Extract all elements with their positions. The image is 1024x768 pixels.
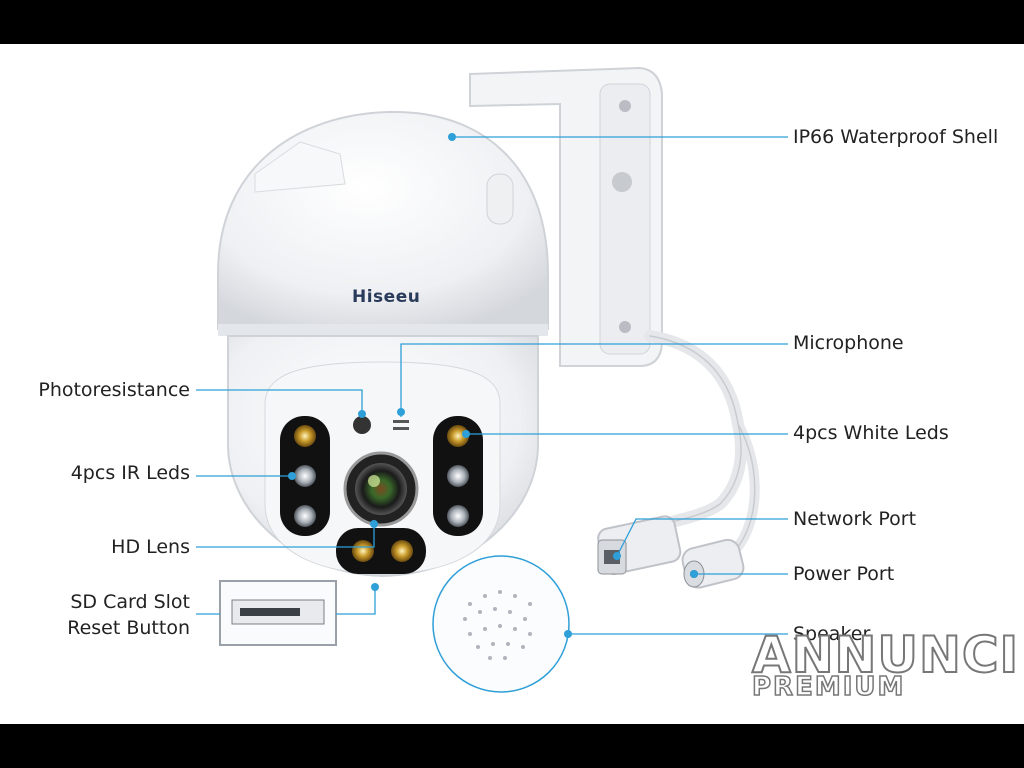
network-port-icon bbox=[597, 515, 682, 575]
ir-leds bbox=[294, 465, 469, 527]
label-speaker: Speaker bbox=[793, 623, 871, 645]
callout-hd-lens bbox=[196, 526, 375, 548]
callout-microphone bbox=[400, 343, 788, 417]
diagram-canvas: Hiseeu IP66 Waterproof Shell Microphone … bbox=[0, 44, 1024, 724]
brand-logo: Hiseeu bbox=[352, 287, 421, 307]
callout-network-port bbox=[616, 518, 788, 557]
watermark-premium: PREMIUM bbox=[751, 671, 906, 703]
sd-slot-icon bbox=[219, 580, 337, 646]
label-power-port: Power Port bbox=[793, 563, 895, 585]
label-sd-reset: SD Card Slot Reset Button bbox=[67, 589, 190, 641]
watermark-annunci: ANNUNCI bbox=[751, 625, 1020, 685]
speaker-grille-icon bbox=[432, 555, 570, 693]
top-black-bar bbox=[0, 0, 1024, 44]
callout-photoresistance bbox=[196, 389, 363, 416]
label-white-leds: 4pcs White Leds bbox=[793, 422, 949, 444]
callout-sd-to-camera bbox=[336, 587, 376, 615]
power-port-icon bbox=[681, 538, 745, 589]
label-ir-leds: 4pcs IR Leds bbox=[70, 462, 190, 484]
camera-illustration bbox=[196, 66, 788, 693]
wall-bracket-icon bbox=[469, 66, 663, 367]
label-photoresistance: Photoresistance bbox=[38, 379, 190, 401]
white-leds bbox=[294, 425, 469, 562]
label-hd-lens: HD Lens bbox=[111, 536, 190, 558]
bottom-black-bar bbox=[0, 724, 1024, 768]
label-network-port: Network Port bbox=[793, 508, 917, 530]
label-sd-card-slot: SD Card Slot bbox=[70, 591, 190, 613]
label-microphone: Microphone bbox=[793, 332, 904, 354]
callout-dots bbox=[288, 133, 698, 638]
callout-lines bbox=[196, 136, 788, 635]
label-reset-button: Reset Button bbox=[67, 617, 190, 639]
label-ip66: IP66 Waterproof Shell bbox=[793, 126, 999, 148]
